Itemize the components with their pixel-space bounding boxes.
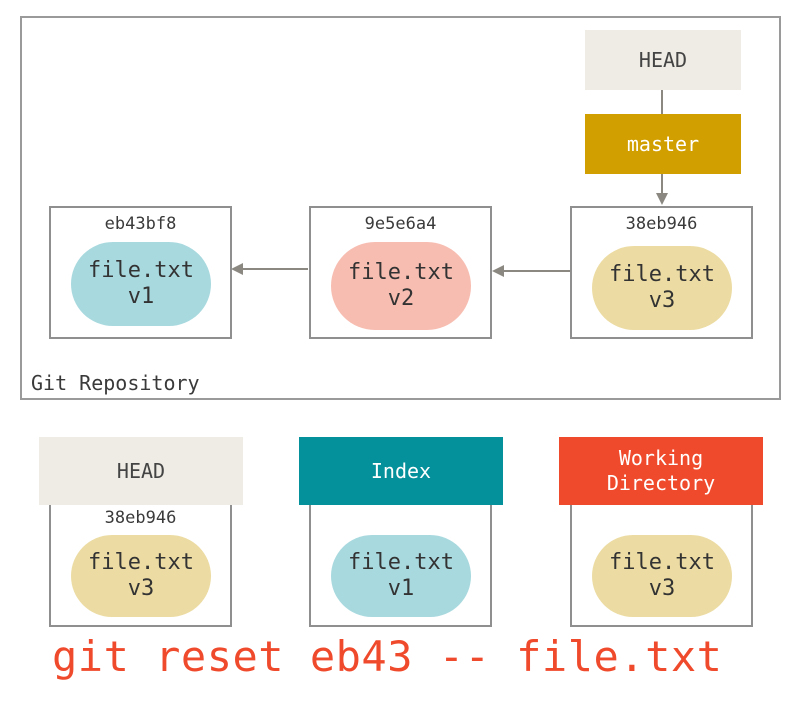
blob-filename: file.txt — [348, 260, 454, 285]
blob-version: v1 — [127, 284, 155, 309]
git-repository-label: Git Repository — [31, 371, 200, 395]
head-area-box: 38eb946 file.txt v3 — [49, 505, 232, 627]
blob-filename: file.txt — [609, 550, 715, 575]
file-blob: file.txt v3 — [592, 246, 732, 330]
git-command: git reset eb43 -- file.txt — [52, 632, 723, 681]
commit-9e5e6a4: 9e5e6a4 file.txt v2 — [309, 206, 492, 339]
commit-sha: eb43bf8 — [104, 214, 177, 234]
commit-eb43bf8: eb43bf8 file.txt v1 — [49, 206, 232, 339]
blob-version: v2 — [387, 286, 415, 311]
commit-38eb946: 38eb946 file.txt v3 — [570, 206, 753, 339]
head-pointer-label: HEAD — [638, 47, 688, 72]
blob-version: v1 — [387, 576, 415, 601]
master-branch: master — [585, 114, 741, 174]
commit-sha: 9e5e6a4 — [364, 214, 437, 234]
blob-filename: file.txt — [88, 550, 194, 575]
working-directory-area-title-label: Working Directory — [606, 446, 716, 495]
head-area-title: HEAD — [39, 437, 243, 505]
index-area-box: file.txt v1 — [309, 505, 492, 627]
file-blob: file.txt v3 — [592, 535, 732, 617]
head-area-title-label: HEAD — [116, 458, 166, 483]
index-area-title: Index — [299, 437, 503, 505]
working-directory-area-title: Working Directory — [559, 437, 763, 505]
head-pointer: HEAD — [585, 30, 741, 90]
blob-version: v3 — [648, 576, 676, 601]
commit-sha: 38eb946 — [625, 214, 698, 234]
blob-filename: file.txt — [609, 262, 715, 287]
blob-filename: file.txt — [88, 258, 194, 283]
working-directory-area-box: file.txt v3 — [570, 505, 753, 627]
index-area-title-label: Index — [370, 458, 432, 483]
blob-version: v3 — [648, 288, 676, 313]
git-repository-frame — [20, 16, 781, 400]
file-blob: file.txt v3 — [71, 535, 211, 617]
file-blob: file.txt v1 — [331, 535, 471, 617]
blob-filename: file.txt — [348, 550, 454, 575]
file-blob: file.txt v2 — [331, 242, 471, 330]
blob-version: v3 — [127, 576, 155, 601]
head-area-sha: 38eb946 — [104, 508, 177, 528]
file-blob: file.txt v1 — [71, 242, 211, 326]
master-branch-label: master — [626, 131, 700, 156]
